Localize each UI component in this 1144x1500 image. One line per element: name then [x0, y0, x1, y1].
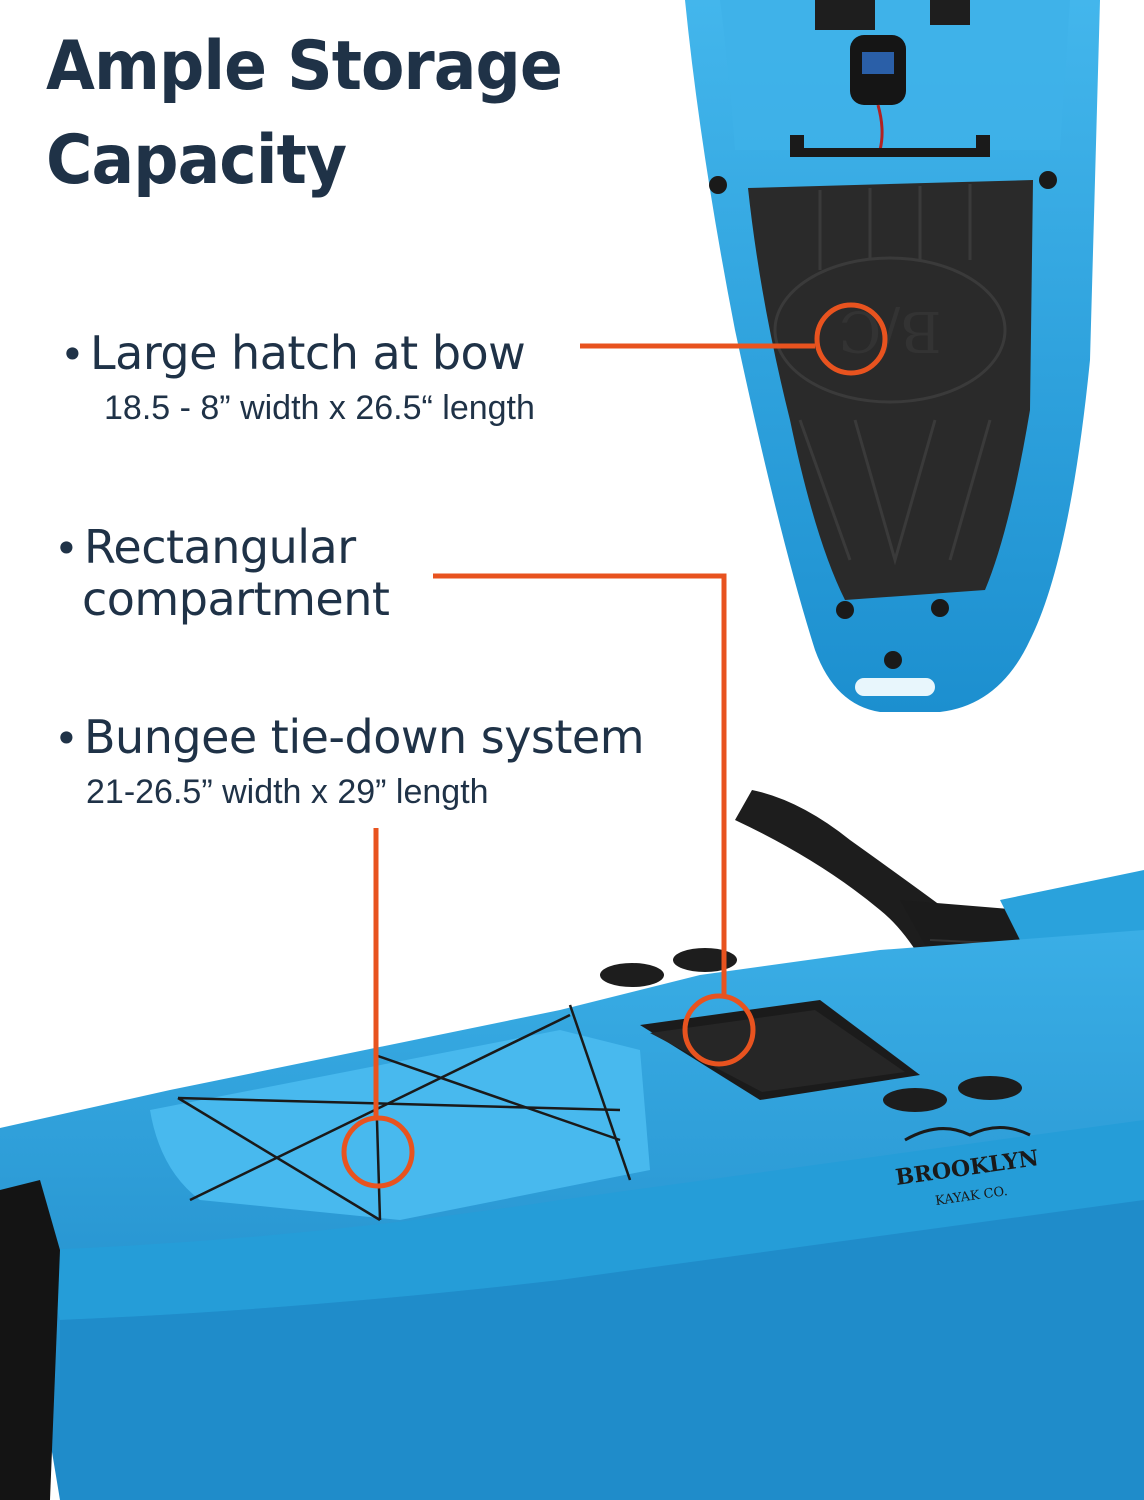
- carry-handle: [855, 678, 935, 696]
- feature-heading-text: Large hatch at bow: [90, 326, 526, 380]
- feature-heading: •Rectangular compartment: [54, 520, 390, 626]
- callout-circle-rectangular: [682, 993, 756, 1067]
- feature-heading: •Bungee tie-down system: [54, 710, 645, 764]
- callout-circle-bow-hatch: [814, 302, 888, 376]
- feature-rectangular-compartment: •Rectangular compartment: [54, 520, 390, 626]
- feature-heading: •Large hatch at bow: [60, 328, 535, 380]
- kayak-side-view: BROOKLYN KAYAK CO.: [0, 790, 1144, 1500]
- rail-bar: [790, 148, 990, 157]
- bullet-icon: •: [54, 524, 79, 573]
- seat-mount: [815, 0, 875, 30]
- feature-detail: 21-26.5” width x 29” length: [86, 773, 489, 811]
- feature-heading-text: Bungee tie-down system: [84, 710, 645, 764]
- bullet-icon: •: [60, 330, 85, 379]
- feature-bow-hatch: •Large hatch at bow 18.5 - 8” width x 26…: [60, 328, 535, 428]
- bow-hatch-cover: [748, 180, 1033, 600]
- hatch-logo-text: B/C: [839, 298, 942, 363]
- feature-detail: 18.5 - 8” width x 26.5“ length: [104, 389, 535, 427]
- page-title: Ample Storage Capacity: [46, 27, 563, 200]
- feature-heading-text: Rectangular: [84, 520, 356, 574]
- callouts: [341, 302, 888, 1189]
- rudder: [0, 1180, 60, 1500]
- callout-line-rectangular: [433, 573, 727, 996]
- kayak-bow-top-view: B/C: [685, 0, 1100, 712]
- callout-circle-bungee: [341, 1115, 415, 1189]
- feature-heading-text-line2: compartment: [82, 572, 390, 626]
- feature-bungee-system: •Bungee tie-down system 21-26.5” width x…: [54, 710, 645, 812]
- bullet-icon: •: [54, 714, 79, 763]
- seat-mount: [930, 0, 970, 25]
